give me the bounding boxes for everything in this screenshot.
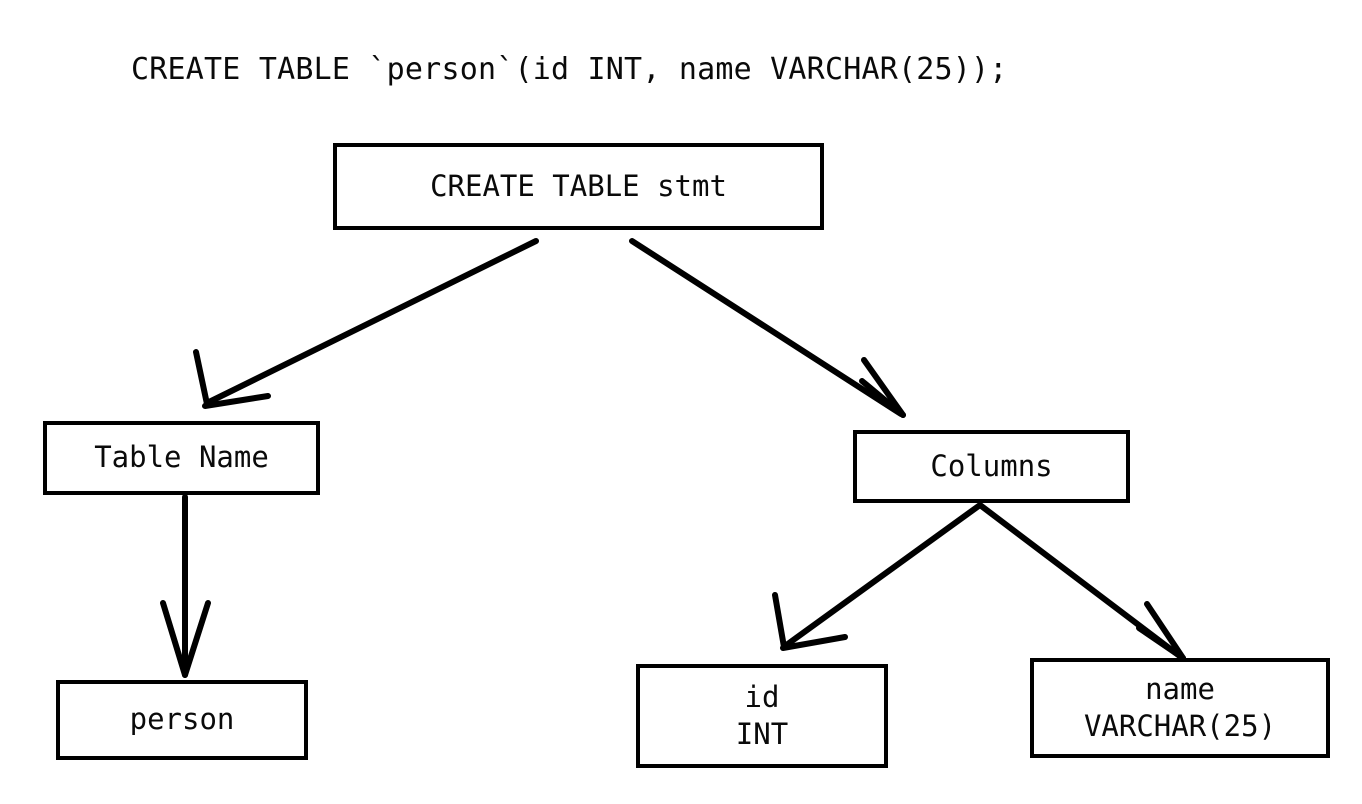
- node-table-name[interactable]: Table Name: [43, 421, 320, 495]
- node-column-id-type: INT: [735, 717, 789, 751]
- sql-statement-title: CREATE TABLE `person`(id INT, name VARCH…: [131, 52, 1008, 87]
- node-column-id-name: id: [744, 679, 780, 714]
- node-table-name-label: Table Name: [94, 440, 269, 475]
- node-column-name[interactable]: name VARCHAR(25): [1030, 658, 1330, 758]
- edge-table-name-to-person: [160, 494, 211, 678]
- node-root-label: CREATE TABLE stmt: [430, 168, 727, 203]
- node-column-id[interactable]: id INT: [636, 664, 888, 768]
- node-columns-label: Columns: [930, 448, 1053, 483]
- node-person[interactable]: person: [56, 680, 308, 760]
- edge-root-to-columns: [629, 238, 906, 418]
- node-column-name-type: VARCHAR(25): [1083, 709, 1277, 743]
- node-create-table-stmt[interactable]: CREATE TABLE stmt: [333, 143, 824, 230]
- node-column-name-name: name: [1145, 671, 1215, 706]
- node-person-label: person: [129, 702, 235, 737]
- node-columns[interactable]: Columns: [853, 430, 1130, 503]
- edge-columns-to-id: [772, 502, 983, 651]
- edge-columns-to-name: [977, 502, 1186, 661]
- edge-root-to-table-name: [193, 238, 539, 409]
